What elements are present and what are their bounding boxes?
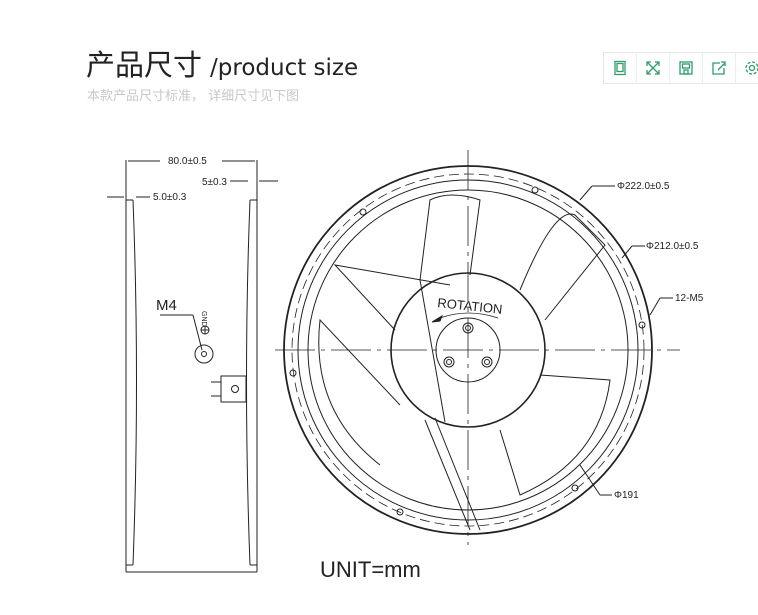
fullscreen-icon (646, 61, 660, 75)
dim-hole-circle: Φ212.0±0.5 (646, 241, 699, 252)
dim-outer-diameter: Φ222.0±0.5 (617, 181, 670, 192)
save-button[interactable] (670, 53, 703, 83)
front-view (275, 150, 680, 545)
dim-width: 80.0±0.5 (168, 156, 207, 167)
page-title: 产品尺寸/product size (86, 42, 358, 84)
toolbar (603, 52, 758, 84)
label-m4: M4 (156, 297, 177, 314)
page-subtitle: 本款产品尺寸标准， 详细尺寸见下图 (87, 89, 300, 104)
title-cn: 产品尺寸 (86, 48, 203, 82)
dim-flange: 5±0.3 (202, 177, 227, 188)
save-icon (679, 61, 693, 75)
rotation-label: ROTATION (437, 295, 503, 317)
settings-icon (745, 61, 758, 75)
share-button[interactable] (703, 53, 736, 83)
unit-label: UNIT=mm (320, 557, 421, 582)
fullscreen-button[interactable] (637, 53, 670, 83)
tablet-icon (614, 60, 626, 76)
settings-button[interactable] (736, 53, 758, 83)
side-view (107, 160, 278, 573)
dim-inner-diameter: Φ191 (614, 490, 639, 501)
dim-side: 5.0±0.3 (153, 192, 187, 203)
dim-holes: 12-M5 (675, 293, 704, 304)
share-icon (712, 61, 726, 75)
tablet-button[interactable] (604, 53, 637, 83)
label-gnd: GND (200, 311, 207, 327)
title-en: /product size (210, 55, 359, 81)
